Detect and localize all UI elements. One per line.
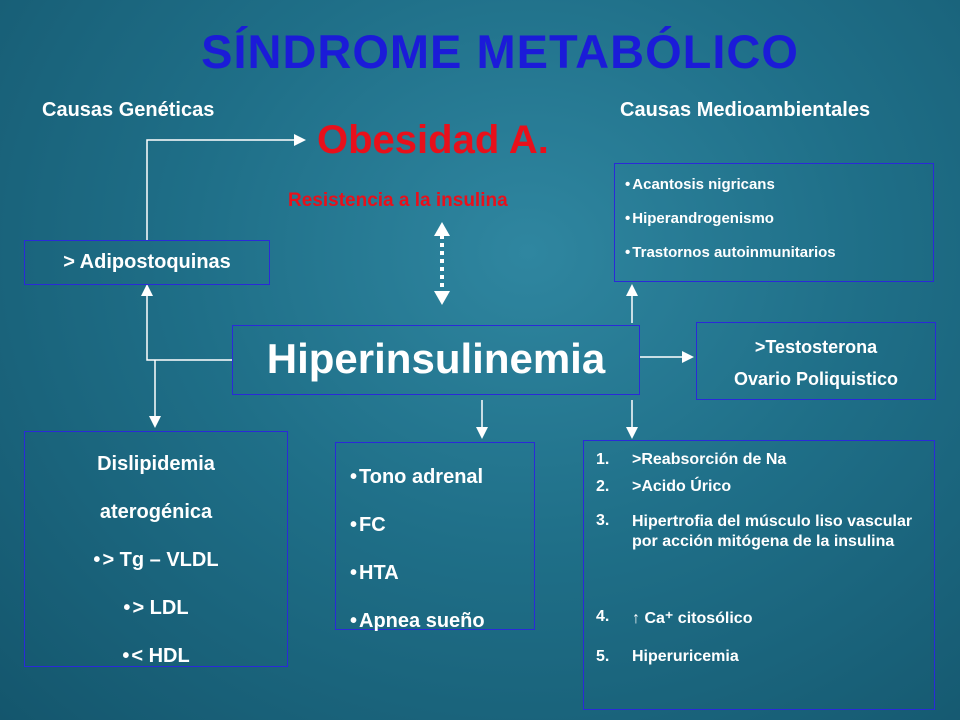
dyslipidemia-item: > LDL bbox=[25, 584, 287, 632]
adipo-to-obesity-arrow bbox=[146, 134, 306, 240]
environmental-causes-box: Acantosis nigricans Hiperandrogenismo Tr… bbox=[614, 163, 934, 282]
adrenal-item: FC bbox=[350, 501, 534, 549]
effects-item: 1. >Reabsorción de Na bbox=[596, 451, 926, 478]
effects-number: 4. bbox=[596, 608, 610, 625]
effects-text: Hiperuricemia bbox=[632, 648, 739, 665]
effects-item: 2. >Acido Úrico bbox=[596, 478, 926, 512]
ovary-label: Ovario Poliquistico bbox=[733, 369, 899, 389]
dyslipidemia-box: Dislipidemia aterogénica > Tg – VLDL > L… bbox=[24, 431, 288, 667]
environmental-item: Trastornos autoinmunitarios bbox=[625, 244, 925, 278]
genetic-causes-label: Causas Genéticas bbox=[42, 99, 215, 121]
obesity-title: Obesidad A. bbox=[317, 118, 549, 162]
effects-item: 5. Hiperuricemia bbox=[596, 648, 926, 675]
dotted-arrow-head-down bbox=[434, 291, 450, 305]
effects-text: ↑ Ca⁺ citosólico bbox=[632, 610, 753, 627]
environmental-causes-label: Causas Medioambientales bbox=[620, 99, 871, 121]
page-title: SÍNDROME METABÓLICO bbox=[201, 25, 799, 78]
testosterone-label: >Testosterona bbox=[754, 337, 878, 357]
effects-number: 3. bbox=[596, 512, 610, 529]
adrenal-item: Apnea sueño bbox=[350, 597, 534, 645]
effects-text: >Acido Úrico bbox=[632, 478, 732, 495]
adrenal-item: Tono adrenal bbox=[350, 453, 534, 501]
testosterone-box: >Testosterona Ovario Poliquistico bbox=[696, 322, 936, 400]
effects-text: >Reabsorción de Na bbox=[632, 451, 787, 468]
effects-item: 4. ↑ Ca⁺ citosólico bbox=[596, 608, 926, 648]
insulin-resistance-label: Resistencia a la insulina bbox=[288, 190, 508, 211]
dyslipidemia-item: < HDL bbox=[25, 632, 287, 680]
environmental-item: Hiperandrogenismo bbox=[625, 210, 925, 244]
dyslipidemia-subtitle: aterogénica bbox=[99, 501, 213, 523]
environmental-item: Acantosis nigricans bbox=[625, 176, 925, 210]
effects-text: Hipertrofia del músculo liso vascular po… bbox=[632, 513, 913, 550]
effects-number: 1. bbox=[596, 451, 610, 468]
effects-number: 5. bbox=[596, 648, 610, 665]
effects-box: 1. >Reabsorción de Na 2. >Acido Úrico 3.… bbox=[583, 440, 935, 710]
hyperinsulinemia-box: Hiperinsulinemia bbox=[232, 325, 640, 395]
adrenal-item: HTA bbox=[350, 549, 534, 597]
hyper-to-adipo-arrow bbox=[141, 284, 232, 361]
adipostoquinas-box: > Adipostoquinas bbox=[24, 240, 270, 285]
effects-number: 2. bbox=[596, 478, 610, 495]
adrenal-box: Tono adrenal FC HTA Apnea sueño bbox=[335, 442, 535, 632]
dotted-arrow-head-up bbox=[434, 222, 450, 236]
effects-item: 3. Hipertrofia del músculo liso vascular… bbox=[596, 512, 926, 608]
dyslipidemia-title: Dislipidemia bbox=[97, 453, 215, 475]
dyslipidemia-item: > Tg – VLDL bbox=[25, 536, 287, 584]
